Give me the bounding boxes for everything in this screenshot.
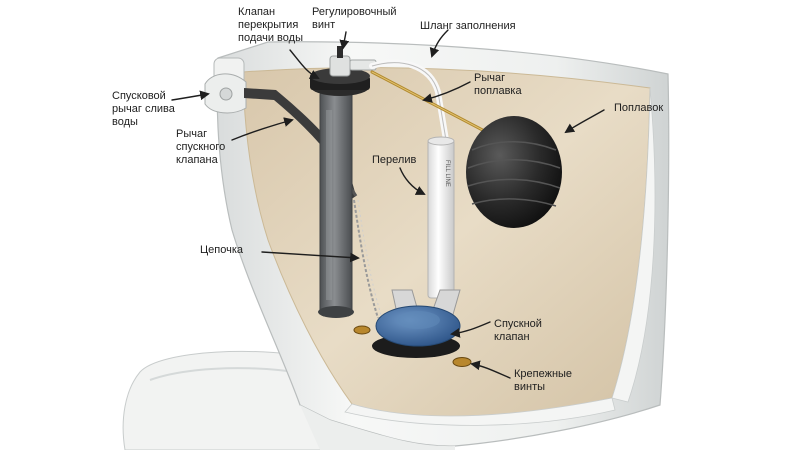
- label-flush-valve: Спускной клапан: [494, 318, 542, 343]
- label-chain: Цепочка: [200, 244, 243, 256]
- arrow-flush-valve: [450, 321, 491, 338]
- fill-valve: [310, 46, 377, 318]
- overflow-tube-mark: FILL LINE: [444, 160, 450, 187]
- arrow-float-arm: [422, 81, 471, 103]
- label-float: Поплавок: [614, 102, 664, 114]
- flapper-valve: [372, 289, 461, 358]
- label-float-arm: Рычаг поплавка: [474, 72, 522, 97]
- float-arm: [370, 70, 496, 138]
- arrow-fill-hose: [429, 29, 449, 58]
- label-adjust-screw: Регулировочный винт: [312, 6, 397, 31]
- arrow-flush-handle: [171, 90, 210, 101]
- label-overflow: Перелив: [372, 154, 417, 166]
- mounting-bolts: [353, 325, 472, 367]
- callout-arrows: [171, 29, 605, 379]
- arrow-flush-lever: [231, 117, 294, 141]
- label-shutoff-valve: Клапан перекрытия подачи воды: [238, 6, 303, 44]
- arrow-float: [564, 109, 605, 134]
- arrow-overflow: [399, 167, 426, 195]
- arrow-adjust-screw: [339, 31, 350, 50]
- arrow-bolts: [470, 360, 511, 379]
- arrow-shutoff-valve: [289, 49, 320, 79]
- chain: [353, 199, 383, 319]
- arrow-chain: [261, 251, 360, 263]
- label-flush-handle: Спусковой рычаг слива воды: [112, 90, 175, 128]
- float-ball: [466, 116, 562, 228]
- flush-handle: [204, 57, 247, 114]
- label-bolts: Крепежные винты: [514, 368, 573, 393]
- label-flush-lever: Рычаг спускного клапана: [176, 128, 226, 166]
- fill-hose: [369, 59, 449, 143]
- label-fill-hose: Шланг заполнения: [420, 20, 516, 32]
- overflow-tube: FILL LINE: [427, 136, 455, 299]
